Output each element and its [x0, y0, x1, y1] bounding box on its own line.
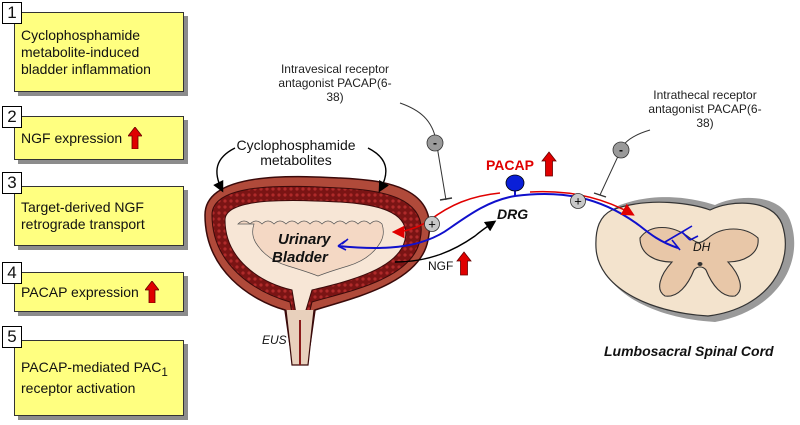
step-box: PACAP-mediated PAC1 receptor activation — [14, 340, 184, 416]
bladder-label-bladder: Bladder — [272, 249, 328, 266]
intrathecal-minus-icon: - — [612, 141, 630, 159]
step-box: PACAP expression — [14, 272, 184, 312]
eus-label: EUS — [262, 333, 287, 347]
step-text-subscript: 1 — [161, 365, 168, 379]
intravesical-inhibition-line — [399, 102, 447, 201]
drg-cell-body — [505, 174, 525, 192]
intravesical-antagonist-label: Intravesical receptor antagonist PACAP(6… — [278, 62, 392, 104]
bladder-label-urinary: Urinary — [278, 231, 331, 248]
svg-text:+: + — [428, 217, 436, 232]
step-text-main: PACAP-mediated PAC — [21, 358, 162, 375]
central-canal — [697, 262, 703, 266]
metabolite-arrow-right — [367, 147, 389, 193]
step-text: NGF expression — [21, 129, 123, 146]
step-3: Target-derived NGF retrograde transport … — [2, 172, 188, 250]
step-number: 5 — [2, 326, 22, 348]
spinal-cord — [595, 197, 795, 322]
svg-text:+: + — [574, 194, 582, 209]
step-number: 3 — [2, 172, 22, 194]
step-number: 4 — [2, 262, 22, 284]
drg-label: DRG — [497, 206, 529, 222]
step-1: Cyclophosphamide metabolite-induced blad… — [2, 2, 188, 96]
step-number: 2 — [2, 106, 22, 128]
ngf-label: NGF — [428, 259, 454, 273]
step-box: NGF expression — [14, 116, 184, 160]
step-box: Target-derived NGF retrograde transport — [14, 186, 184, 246]
bladder-nerve-terminal — [337, 238, 349, 251]
cyclophosphamide-label: Cyclophosphamide metabolites — [236, 137, 356, 168]
step-2: NGF expression 2 — [2, 106, 188, 166]
intrathecal-antagonist-label: Intrathecal receptor antagonist PACAP(6-… — [648, 88, 762, 130]
dh-label: DH — [693, 240, 711, 254]
intravesical-block-bar — [439, 197, 453, 201]
svg-text:-: - — [433, 136, 437, 150]
pacap-label: PACAP — [486, 157, 534, 173]
step-5: PACAP-mediated PAC1 receptor activation … — [2, 326, 188, 422]
peripheral-plus-icon: + — [424, 216, 440, 232]
step-text: PACAP expression — [21, 283, 139, 300]
bladder-urothelium — [237, 220, 384, 277]
step-text: PACAP-mediated PAC1 receptor activation — [21, 359, 179, 398]
svg-text:-: - — [619, 143, 623, 157]
step-box: Cyclophosphamide metabolite-induced blad… — [14, 12, 184, 92]
step-text-rest: receptor activation — [21, 380, 136, 397]
up-arrow-icon — [128, 127, 143, 149]
ngf-retrograde-arrow — [394, 220, 497, 263]
central-plus-icon: + — [570, 193, 586, 209]
intrathecal-inhibition-line — [599, 129, 651, 196]
metabolite-arrow-left — [213, 147, 236, 193]
step-4: PACAP expression 4 — [2, 262, 188, 320]
spinal-cord-label: Lumbosacral Spinal Cord — [604, 343, 774, 359]
ngf-up-arrow-icon — [456, 251, 472, 276]
dh-nerve-terminal — [664, 225, 699, 251]
step-text: Target-derived NGF retrograde transport — [21, 199, 145, 232]
pacap-up-arrow-icon — [541, 151, 557, 177]
intravesical-minus-icon: - — [426, 134, 444, 152]
step-text: Cyclophosphamide metabolite-induced blad… — [21, 26, 151, 77]
urinary-bladder — [204, 175, 431, 366]
up-arrow-icon — [144, 281, 159, 303]
intrathecal-block-bar — [593, 192, 607, 198]
step-number: 1 — [2, 2, 22, 24]
